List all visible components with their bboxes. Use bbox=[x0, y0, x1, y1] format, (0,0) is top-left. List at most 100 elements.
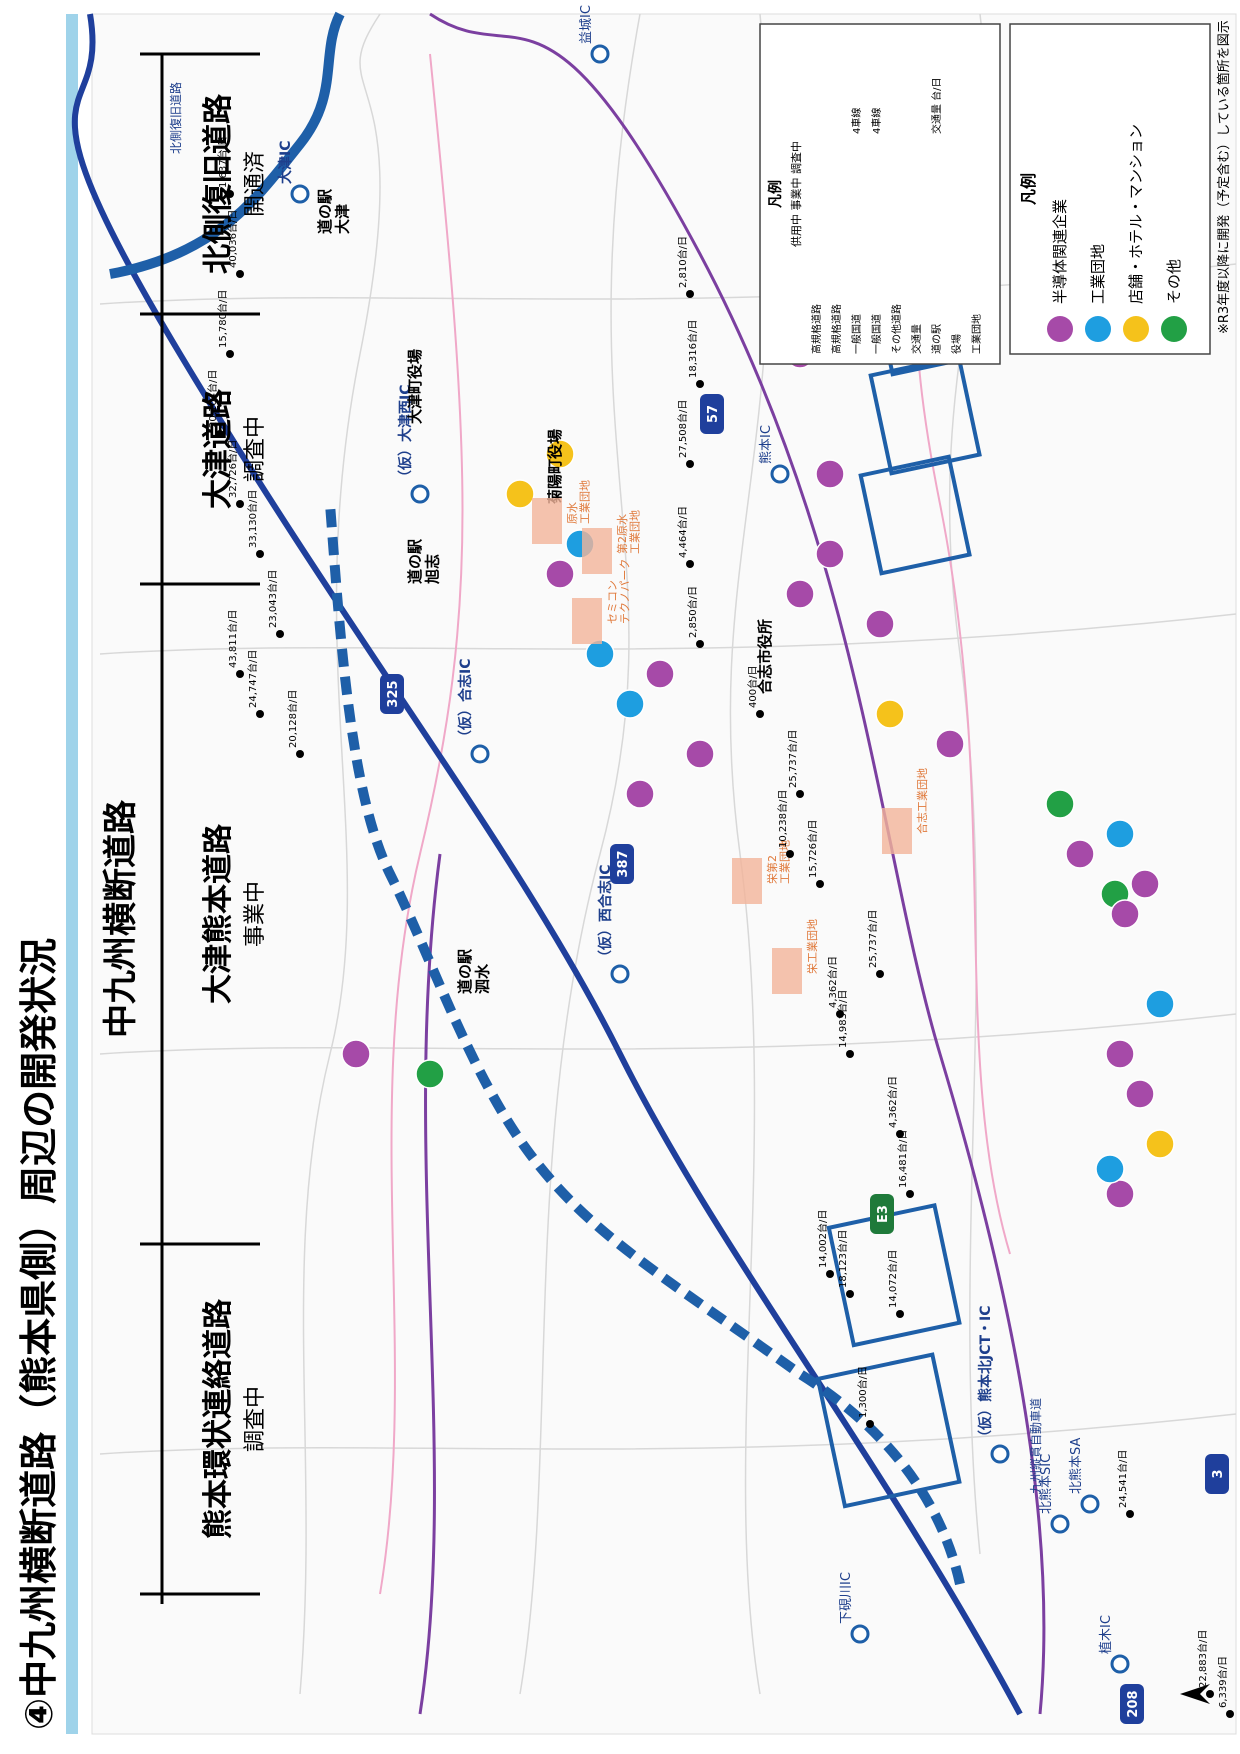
development-marker bbox=[1110, 899, 1140, 929]
north-arrow bbox=[1180, 1684, 1210, 1704]
traffic-count-point bbox=[826, 1270, 834, 1278]
traffic-count-point bbox=[696, 640, 704, 648]
route-shield-label: 3 bbox=[1211, 1469, 1226, 1478]
interchange-label: 熊本IC bbox=[758, 425, 774, 464]
route-shield bbox=[870, 1194, 894, 1234]
traffic-count-point bbox=[906, 1190, 914, 1198]
traffic-count-point bbox=[276, 630, 284, 638]
road-name: 北側復旧道路 bbox=[168, 82, 183, 154]
survey-area-box bbox=[815, 1352, 962, 1509]
development-marker bbox=[785, 579, 815, 609]
development-marker bbox=[1105, 1179, 1135, 1209]
national-route bbox=[429, 12, 1046, 1715]
industrial-site-label: 原水工業団地 bbox=[566, 480, 592, 524]
development-marker bbox=[545, 439, 575, 469]
place-label: 道の駅泗水 bbox=[456, 948, 491, 994]
footnote: ※R3年度以降に開発（予定含む）している箇所を図示 bbox=[1216, 20, 1232, 334]
interchange-label: 益城IC bbox=[579, 5, 594, 44]
interchange-label: 北熊本SA bbox=[1068, 1438, 1084, 1494]
place-label: 合志市役所 bbox=[756, 619, 774, 695]
section-name: 熊本環状連絡道路 bbox=[201, 1298, 236, 1539]
traffic-count-point bbox=[896, 1310, 904, 1318]
legend-label: 店舗・ホテル・マンション bbox=[1127, 124, 1145, 304]
traffic-count-point bbox=[686, 560, 694, 568]
traffic-count-point bbox=[226, 190, 234, 198]
interchange-marker bbox=[990, 1444, 1010, 1464]
industrial-site-area bbox=[582, 528, 612, 574]
interchange-marker bbox=[1080, 1494, 1100, 1514]
development-marker bbox=[1105, 1039, 1135, 1069]
traffic-count-label: 33,130台/日 bbox=[246, 490, 259, 548]
development-marker bbox=[625, 779, 655, 809]
legend-row-label: その他道路 bbox=[890, 304, 903, 354]
development-marker bbox=[415, 1059, 445, 1089]
survey-area-box bbox=[868, 354, 982, 476]
legend-box bbox=[1009, 23, 1211, 355]
traffic-count-point bbox=[836, 1010, 844, 1018]
traffic-count-point bbox=[846, 1050, 854, 1058]
industrial-site-area bbox=[572, 598, 602, 644]
traffic-count-label: 14,072台/日 bbox=[886, 1250, 899, 1308]
legend-row-label: 工業団地 bbox=[970, 314, 983, 354]
traffic-count-label: 25,737台/日 bbox=[786, 730, 799, 788]
traffic-count-label: 15,780台/日 bbox=[216, 290, 229, 348]
development-marker bbox=[1105, 819, 1135, 849]
route-shield-label: E3 bbox=[876, 1205, 891, 1223]
traffic-count-point bbox=[216, 430, 224, 438]
section-brackets: 熊本環状連絡道路調査中大津熊本道路事業中大津道路調査中北側復旧道路開通済中九州横… bbox=[101, 52, 268, 1604]
road-legend: 凡例供用中 事業中 調査中高規格道路高規格道路一般国道一般国道その他道路交通量道… bbox=[759, 23, 1001, 365]
section-name: 大津道路 bbox=[201, 388, 236, 509]
expressway-name: 九州縦貫自動車道 bbox=[1029, 1398, 1043, 1494]
development-marker bbox=[585, 639, 615, 669]
traffic-count-label: 18,123台/日 bbox=[836, 1230, 849, 1288]
legend-row-label: 交通量 bbox=[910, 324, 923, 354]
traffic-count-label: 4,362台/日 bbox=[826, 956, 839, 1008]
legend-title: 凡例 bbox=[767, 180, 784, 208]
industrial-site-area bbox=[882, 808, 912, 854]
traffic-count-label: 400台/日 bbox=[746, 666, 759, 708]
development-marker bbox=[815, 459, 845, 489]
traffic-count-point bbox=[256, 550, 264, 558]
legend-note: 交通量 台/日 bbox=[930, 77, 943, 134]
traffic-count-point bbox=[876, 970, 884, 978]
development-marker bbox=[1065, 839, 1095, 869]
traffic-count-point bbox=[756, 710, 764, 718]
place-label: 道の駅大津 bbox=[316, 188, 351, 234]
traffic-count-label: 14,002台/日 bbox=[816, 1210, 829, 1268]
traffic-count-label: 4,362台/日 bbox=[886, 1076, 899, 1128]
survey-area-box bbox=[858, 454, 972, 576]
map-background bbox=[91, 13, 1237, 1735]
traffic-count-label: 14,983台/日 bbox=[836, 990, 849, 1048]
traffic-count-label: 20,128台/日 bbox=[286, 690, 299, 748]
traffic-count-label: 6,339台/日 bbox=[1216, 1656, 1229, 1708]
legend-title: 凡例 bbox=[1019, 173, 1038, 205]
section-status: 調査中 bbox=[243, 416, 268, 482]
traffic-count-label: 2,810台/日 bbox=[676, 236, 689, 288]
interchange-marker bbox=[590, 44, 610, 64]
development-marker bbox=[935, 729, 965, 759]
traffic-count-label: 1,300台/日 bbox=[856, 1366, 869, 1418]
traffic-count-label: 25,737台/日 bbox=[866, 910, 879, 968]
interchange-label: 北熊本SIC bbox=[1038, 1454, 1054, 1514]
prefectural-road bbox=[379, 53, 464, 1595]
development-marker bbox=[545, 559, 575, 589]
interchange-marker bbox=[610, 964, 630, 984]
legend-header: 供用中 事業中 調査中 bbox=[789, 141, 803, 247]
route-shield-label: 208 bbox=[1126, 1690, 1141, 1717]
section-status: 調査中 bbox=[243, 1386, 268, 1452]
base-road bbox=[299, 13, 381, 1695]
route-shield bbox=[380, 674, 404, 714]
industrial-site-label: 第2原水工業団地 bbox=[615, 510, 642, 554]
route-shield-label: 325 bbox=[386, 680, 401, 707]
development-marker bbox=[685, 739, 715, 769]
development-marker bbox=[1095, 1154, 1125, 1184]
legend-swatch bbox=[1085, 316, 1111, 342]
development-marker bbox=[645, 659, 675, 689]
industrial-site-label: セミコンテクノパーク bbox=[606, 559, 632, 624]
industrial-site-label: 合志工業団地 bbox=[915, 768, 929, 834]
traffic-count-label: 22,883台/日 bbox=[1196, 1630, 1209, 1688]
traffic-count-point bbox=[786, 850, 794, 858]
route-shield bbox=[610, 844, 634, 884]
